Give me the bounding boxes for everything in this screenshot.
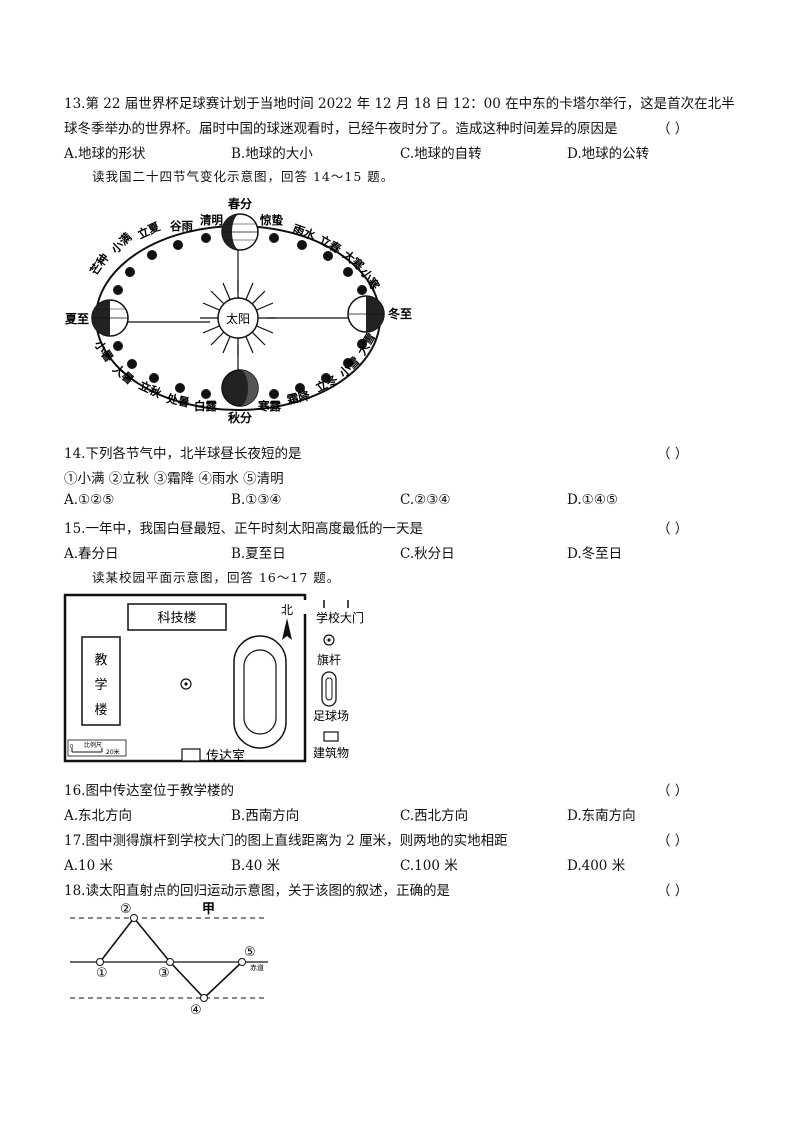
legend-building-icon bbox=[323, 731, 339, 742]
legend: 学校大门 旗杆 足球场 建筑物 bbox=[313, 600, 364, 760]
q16-option-a[interactable]: A.东北方向 bbox=[64, 808, 133, 824]
sun-label: 太阳 bbox=[226, 311, 250, 326]
term-spring: 春分 bbox=[227, 196, 252, 211]
solar-terms-diagram: 太阳 春分 夏至 秋分 冬至 清明 谷雨 立夏 小满 芒种 bbox=[65, 196, 412, 425]
q16-option-b[interactable]: B.西南方向 bbox=[231, 808, 300, 824]
q14-items: ①小满 ②立秋 ③霜降 ④雨水 ⑤清明 bbox=[64, 471, 284, 487]
term-winter: 冬至 bbox=[388, 306, 412, 321]
q14-option-d[interactable]: D.①④⑤ bbox=[567, 492, 618, 508]
q16-option-c[interactable]: C.西北方向 bbox=[400, 808, 469, 824]
q13-answer-paren[interactable]: （ ） bbox=[657, 121, 689, 137]
q15-option-c[interactable]: C.秋分日 bbox=[400, 546, 455, 562]
q15-stem: 15.一年中，我国白昼最短、正午时刻太阳高度最低的一天是 bbox=[64, 521, 423, 537]
q13-option-b[interactable]: B.地球的大小 bbox=[231, 146, 313, 162]
q14-option-b[interactable]: B.①③④ bbox=[231, 492, 282, 508]
term-xiaoman: 小满 bbox=[108, 230, 135, 257]
earth-summer bbox=[91, 299, 129, 337]
q14-option-c[interactable]: C.②③④ bbox=[400, 492, 451, 508]
earth-winter bbox=[347, 295, 385, 333]
q18-stem: 18.读太阳直射点的回归运动示意图，关于该图的叙述，正确的是 bbox=[64, 883, 450, 899]
term-jingzhe: 惊蛰 bbox=[260, 213, 283, 227]
point-1: ① bbox=[96, 966, 108, 981]
sun-path-line bbox=[99, 916, 243, 1000]
scale-zero: 0 bbox=[70, 744, 73, 750]
north-label: 北 bbox=[281, 603, 293, 617]
q13-option-c[interactable]: C.地球的自转 bbox=[400, 146, 482, 162]
q15-answer-paren[interactable]: （ ） bbox=[657, 521, 689, 537]
q17-option-a[interactable]: A.10 米 bbox=[64, 858, 114, 874]
q14-option-a[interactable]: A.①②⑤ bbox=[64, 492, 115, 508]
point-5: ⑤ bbox=[244, 945, 256, 960]
scale-bar: 比例尺 0 20米 bbox=[67, 739, 127, 757]
q15-option-d[interactable]: D.冬至日 bbox=[567, 546, 623, 562]
teaching-building-label-1: 教 bbox=[94, 652, 107, 668]
q16-stem: 16.图中传达室位于教学楼的 bbox=[64, 783, 234, 799]
q14-answer-paren[interactable]: （ ） bbox=[657, 446, 689, 462]
point-4: ④ bbox=[190, 1003, 202, 1018]
label-jia: 甲 bbox=[202, 902, 215, 917]
sun-point-icons bbox=[96, 914, 246, 1002]
scale-value: 20米 bbox=[106, 748, 120, 756]
q18-answer-paren[interactable]: （ ） bbox=[657, 883, 689, 899]
term-shuangjiang: 霜降 bbox=[285, 388, 312, 407]
campus-map: 科技楼 教 学 楼 传达室 比例尺 0 20米 北 学校大门 旗杆 足球场 建筑… bbox=[63, 593, 364, 764]
q17-option-b[interactable]: B.40 米 bbox=[231, 858, 281, 874]
term-summer: 夏至 bbox=[65, 312, 89, 326]
q13-option-a[interactable]: A.地球的形状 bbox=[64, 146, 146, 162]
label-equator: 赤道 bbox=[250, 963, 264, 972]
term-mangzhong: 芒种 bbox=[87, 250, 112, 277]
legend-gate: 学校大门 bbox=[316, 610, 364, 625]
term-chushu: 处暑 bbox=[164, 391, 190, 410]
gate-house bbox=[181, 748, 201, 762]
earth-autumn bbox=[221, 369, 259, 407]
earth-spring bbox=[221, 213, 259, 251]
term-lidong: 立冬 bbox=[313, 372, 340, 395]
q16-answer-paren[interactable]: （ ） bbox=[657, 783, 689, 799]
legend-field: 足球场 bbox=[313, 709, 349, 723]
orbit-dots bbox=[113, 233, 367, 399]
teaching-building-label-2: 学 bbox=[94, 677, 107, 693]
teaching-building bbox=[81, 636, 121, 726]
term-autumn: 秋分 bbox=[228, 410, 252, 425]
science-building bbox=[127, 603, 227, 631]
north-arrow-icon: 北 bbox=[281, 603, 293, 640]
legend-flag-icon bbox=[323, 634, 335, 646]
term-xiaoxue: 小雪 bbox=[336, 354, 363, 381]
q17-answer-paren[interactable]: （ ） bbox=[657, 833, 689, 849]
teaching-building-label-3: 楼 bbox=[94, 703, 107, 718]
q17-stem: 17.图中测得旗杆到学校大门的图上直线距离为 2 厘米，则两地的实地相距 bbox=[64, 833, 508, 849]
gate-house-label: 传达室 bbox=[206, 748, 245, 764]
term-bailu: 白露 bbox=[194, 399, 217, 413]
q13-stem-line2: 球冬季举办的世界杯。届时中国的球迷观看时，已经午夜时分了。造成这种时间差异的原因… bbox=[64, 121, 618, 137]
q13-option-d[interactable]: D.地球的公转 bbox=[567, 146, 650, 162]
flagpole-icon bbox=[180, 678, 192, 690]
sun-direct-point-diagram: ① ② ③ ④ ⑤ 甲 赤道 bbox=[70, 902, 268, 1018]
sun-icon bbox=[200, 280, 276, 356]
point-2: ② bbox=[120, 902, 132, 917]
q17-option-c[interactable]: C.100 米 bbox=[400, 858, 458, 874]
q15-option-b[interactable]: B.夏至日 bbox=[231, 546, 286, 562]
q15-option-a[interactable]: A.春分日 bbox=[64, 546, 119, 562]
q14-stem: 14.下列各节气中，北半球昼长夜短的是 bbox=[64, 446, 302, 462]
legend-flag: 旗杆 bbox=[317, 652, 341, 667]
science-building-label: 科技楼 bbox=[157, 611, 196, 626]
legend-field-icon bbox=[321, 671, 337, 707]
intro-campus: 读某校园平面示意图，回答 16～17 题。 bbox=[92, 570, 341, 585]
term-hanlu: 寒露 bbox=[257, 399, 281, 413]
term-qingming: 清明 bbox=[200, 213, 223, 227]
q16-option-d[interactable]: D.东南方向 bbox=[567, 808, 636, 824]
term-liqiu: 立秋 bbox=[137, 378, 164, 401]
term-lixia: 立夏 bbox=[135, 219, 162, 242]
scale-label: 比例尺 bbox=[84, 741, 102, 749]
term-guyu: 谷雨 bbox=[170, 219, 193, 233]
intro-solar-terms: 读我国二十四节气变化示意图，回答 14～15 题。 bbox=[92, 169, 395, 184]
q13-stem-line1: 13.第 22 届世界杯足球赛计划于当地时间 2022 年 12 月 18 日 … bbox=[64, 96, 735, 112]
football-field bbox=[233, 635, 287, 749]
point-3: ③ bbox=[158, 966, 170, 981]
q17-option-d[interactable]: D.400 米 bbox=[567, 858, 626, 874]
legend-building: 建筑物 bbox=[313, 745, 349, 760]
